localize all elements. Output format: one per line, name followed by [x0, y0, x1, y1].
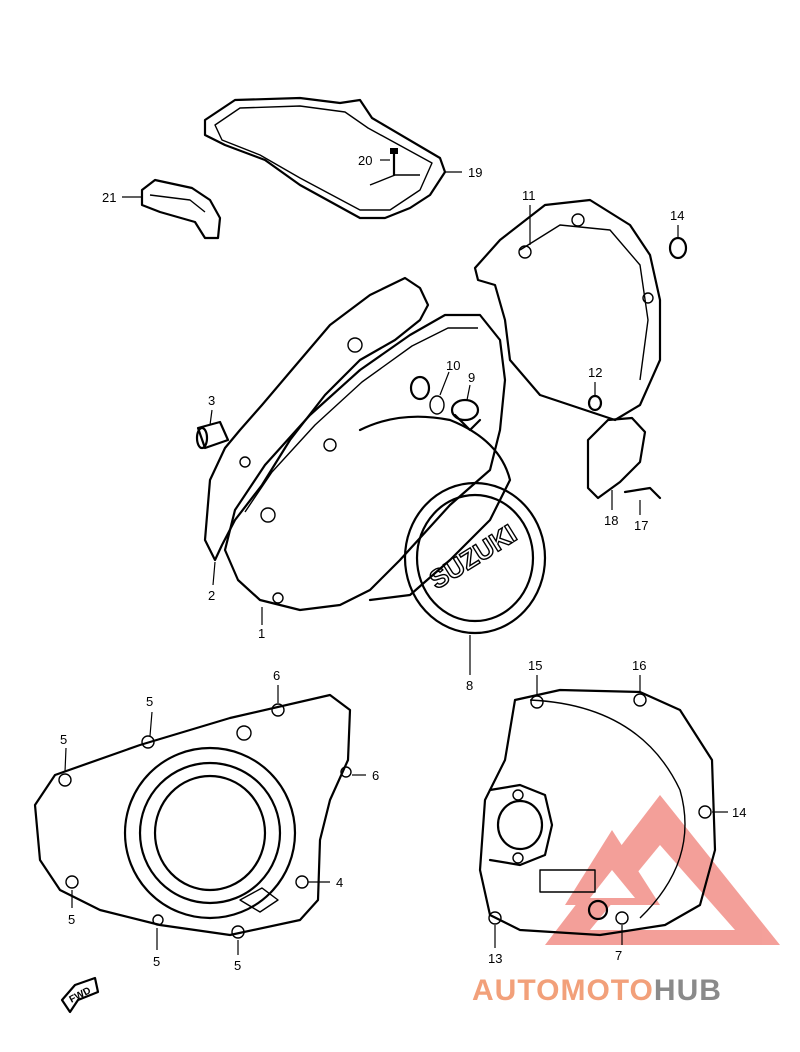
callout-2: 2 [208, 588, 215, 603]
callout-3: 3 [208, 393, 215, 408]
callout-8: 9 [468, 370, 475, 385]
callout-15: 15 [528, 658, 542, 673]
callout-5-bottom: 5 [153, 954, 160, 969]
part-20-screw [623, 486, 662, 500]
part-10-upper-cover [473, 198, 662, 422]
part-17-cover-plate [203, 96, 447, 220]
callout-20: 17 [634, 518, 648, 533]
part-1-clutch-cover [223, 313, 512, 612]
callout-5-top: 5 [146, 694, 153, 709]
emblem-text: SUZUKI [424, 518, 522, 595]
callout-17: 19 [468, 165, 482, 180]
watermark-logo [545, 795, 780, 945]
part-18-bolt [390, 148, 398, 177]
leader-lines [64, 159, 728, 955]
part-11-bolt [587, 394, 603, 412]
watermark-text-automoto: AUTOMOTO [472, 974, 654, 1007]
callout-21: 21 [102, 190, 116, 205]
callout-12: 14 [670, 208, 684, 223]
fwd-direction-marker: FWD [60, 976, 100, 1014]
part-3-dowel [195, 420, 230, 450]
callout-5-bottom-right: 5 [234, 958, 241, 973]
callout-5-left: 5 [60, 732, 67, 747]
callout-labels: 20 19 21 11 14 12 10 9 3 2 1 8 18 17 5 5… [60, 153, 746, 973]
callout-10: 11 [522, 188, 536, 203]
callout-6-right: 6 [372, 768, 379, 783]
callout-19: 18 [604, 513, 618, 528]
callout-14-bottom: 7 [615, 948, 622, 963]
callout-6-top: 6 [273, 668, 280, 683]
svg-text:AUTOMOTOHUB: AUTOMOTOHUB [472, 974, 722, 1007]
part-8-plug [450, 398, 482, 432]
part-12-dowel [668, 236, 688, 260]
callout-14-right: 14 [732, 805, 746, 820]
callout-16: 16 [632, 658, 646, 673]
callout-9: 10 [446, 358, 460, 373]
watermark-text-hub: HUB [654, 974, 722, 1007]
callout-13: 13 [488, 951, 502, 966]
callout-18: 20 [358, 153, 372, 168]
part-7-emblem: SUZUKI [403, 481, 547, 635]
watermark-text: AUTOMOTOHUB [472, 974, 722, 1007]
magneto-cover [33, 693, 352, 939]
callout-11: 12 [588, 365, 602, 380]
callout-7: 8 [466, 678, 473, 693]
callout-1: 1 [258, 626, 265, 641]
part-2-gasket [203, 276, 430, 562]
part-19-cap [586, 416, 647, 500]
callout-5-bottom-left: 5 [68, 912, 75, 927]
part-21-bracket [140, 178, 222, 240]
sprocket-cover [478, 688, 717, 937]
callout-4: 4 [336, 875, 343, 890]
part-9-seal [409, 375, 445, 415]
